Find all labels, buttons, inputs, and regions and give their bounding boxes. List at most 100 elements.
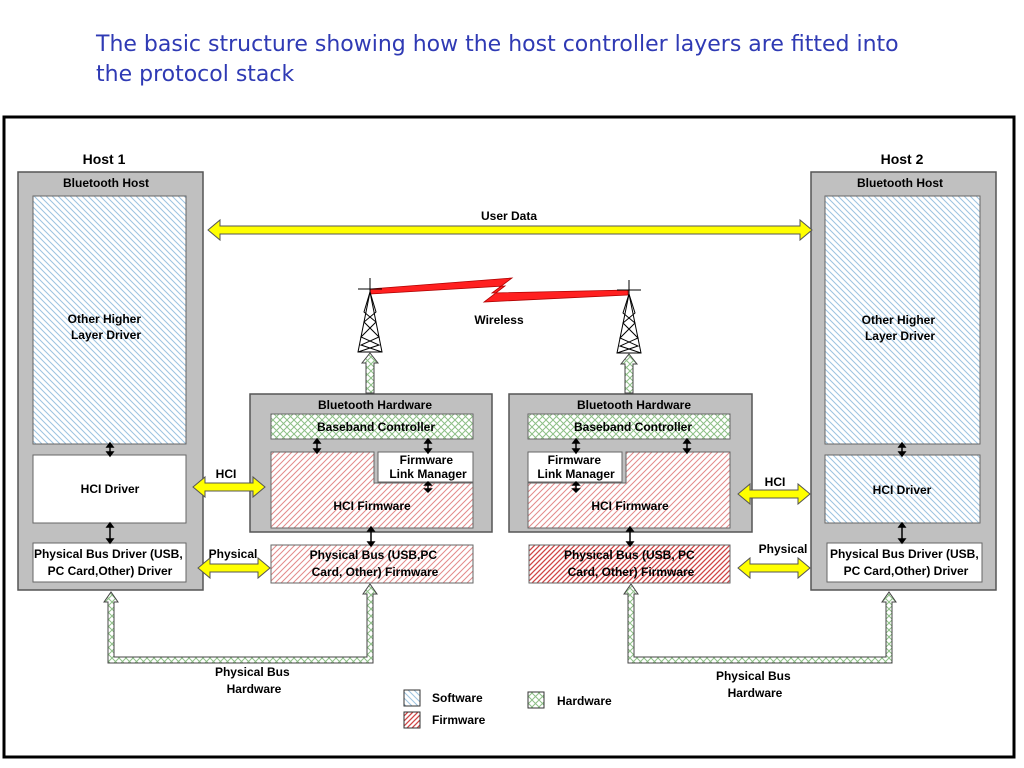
connector-host1-hci-to-bus — [105, 521, 115, 545]
hardware-1-link-manager-box — [377, 451, 474, 483]
host-1-label: Host 1 — [83, 151, 126, 167]
hardware-2-bus-firmware-line-1: Physical Bus (USB, PC — [564, 548, 695, 562]
hci-arrow-right — [737, 482, 811, 506]
connector-hw1-baseband-to-lm — [423, 437, 433, 455]
yellow-arrows — [192, 218, 813, 580]
hardware-1-container-label: Bluetooth Hardware — [318, 398, 432, 412]
hardware-2-link-manager-line-2: Link Manager — [537, 467, 615, 481]
host-1-container-label: Bluetooth Host — [63, 176, 149, 190]
hardware-2-hci-firmware-label: HCI Firmware — [591, 499, 669, 513]
hardware-2-hci-firmware-box — [527, 451, 731, 529]
hardware-2-link-manager-box — [527, 451, 623, 483]
hardware-2-group: Bluetooth Hardware Baseband Controller H… — [508, 393, 753, 584]
host-2-bus-driver-label: Physical Bus Driver (USB, PC Card,Other)… — [830, 547, 982, 578]
hardware-1-bus-firmware-line-2: Card, Other) Firmware — [312, 565, 439, 579]
hardware-2-bus-firmware-box — [528, 544, 731, 584]
host-2-group: Host 2 Bluetooth Host Other Higher Layer… — [810, 151, 997, 591]
host-1-higher-layer-line-2: Layer Driver — [71, 328, 141, 342]
host-1-higher-layer-box — [32, 195, 187, 445]
host-2-higher-layer-line-2: Layer Driver — [865, 329, 935, 343]
hardware-2-bus-firmware-line-2: Card, Other) Firmware — [568, 565, 695, 579]
physical-right-label: Physical — [759, 542, 808, 556]
host-1-higher-layer-line-1: Other Higher — [68, 312, 142, 326]
host-1-higher-layer-label: Other Higher Layer Driver — [68, 312, 145, 342]
connector-hw1-lm-to-hci — [423, 480, 433, 494]
hardware-2-baseband-box — [527, 413, 731, 440]
host-1-bus-driver-box — [32, 542, 187, 583]
antenna-1-icon — [357, 278, 383, 353]
host-2-bus-driver-line-1: Physical Bus Driver (USB, — [830, 547, 979, 561]
physical-bus-hardware-right-line-2: Hardware — [728, 686, 783, 700]
physical-bus-hardware-right-line-1: Physical Bus — [716, 669, 791, 683]
host-1-bus-driver-label: Physical Bus Driver (USB, PC Card,Other)… — [34, 547, 186, 578]
legend-software-label: Software — [432, 691, 483, 705]
host-1-hci-driver-box — [32, 454, 187, 524]
physical-arrow-right — [737, 556, 811, 580]
hci-left-label: HCI — [216, 467, 237, 481]
host-1-hci-driver-label: HCI Driver — [81, 482, 140, 496]
physical-bus-hardware-left-label: Physical Bus Hardware — [215, 665, 293, 696]
hardware-1-bus-firmware-line-1: Physical Bus (USB,PC — [310, 548, 438, 562]
physical-bus-hardware-right-label: Physical Bus Hardware — [716, 669, 794, 700]
antenna-1-hardware-arrow — [360, 352, 380, 394]
connector-hw2-hci-to-bus — [625, 525, 635, 548]
connector-hw2-baseband-to-lm — [571, 437, 581, 455]
physical-left-label: Physical — [209, 547, 258, 561]
physical-bus-hardware-loop-left — [103, 583, 378, 664]
wireless-link: Wireless — [369, 277, 629, 327]
host-2-hci-driver-label: HCI Driver — [873, 483, 932, 497]
hardware-1-baseband-label: Baseband Controller — [317, 420, 435, 434]
host-1-group: Host 1 Bluetooth Host Other Higher Layer… — [17, 151, 204, 591]
slide-title-line-1: The basic structure showing how the host… — [96, 32, 899, 57]
host-2-higher-layer-label: Other Higher Layer Driver — [862, 313, 939, 343]
host-2-hci-driver-box — [824, 454, 981, 524]
user-data-arrow — [207, 218, 813, 242]
antenna-2-icon — [616, 280, 642, 354]
host-2-bus-driver-box — [826, 542, 983, 583]
hardware-1-group: Bluetooth Hardware Baseband Controller H… — [249, 393, 493, 584]
internal-connectors — [105, 437, 907, 548]
hardware-1-hci-firmware-label: HCI Firmware — [333, 499, 411, 513]
user-data-label: User Data — [481, 209, 537, 223]
lightning-bolt-icon — [369, 277, 629, 303]
connector-host2-higher-to-hci — [897, 441, 907, 458]
connector-hw1-hci-to-bus — [366, 525, 376, 548]
host-1-bus-driver-line-2: PC Card,Other) Driver — [48, 564, 173, 578]
hardware-1-bus-firmware-label: Physical Bus (USB,PC Card, Other) Firmwa… — [310, 548, 441, 579]
legend-hardware-label: Hardware — [557, 694, 612, 708]
hardware-2-container-label: Bluetooth Hardware — [577, 398, 691, 412]
connector-hw2-lm-to-hci — [571, 480, 581, 494]
connector-host2-hci-to-bus — [897, 521, 907, 545]
antenna-2-hardware-arrow — [619, 353, 639, 394]
wireless-label: Wireless — [474, 313, 524, 327]
hardware-1-hci-firmware-box — [270, 451, 474, 529]
host-2-higher-layer-line-1: Other Higher — [862, 313, 936, 327]
physical-bus-hardware-left-line-1: Physical Bus — [215, 665, 290, 679]
legend-firmware-label: Firmware — [432, 713, 486, 727]
host-2-label: Host 2 — [881, 151, 924, 167]
host-1-bus-driver-line-1: Physical Bus Driver (USB, — [34, 547, 183, 561]
hci-right-label: HCI — [765, 475, 786, 489]
hardware-1-link-manager-line-2: Link Manager — [389, 467, 467, 481]
legend-software-swatch — [403, 689, 421, 707]
slide-title-line-2: the protocol stack — [96, 62, 295, 87]
hci-arrow-left — [192, 475, 266, 499]
host-2-bus-driver-line-2: PC Card,Other) Driver — [844, 564, 969, 578]
connector-host1-higher-to-hci — [105, 441, 115, 458]
hardware-1-link-manager-label: Firmware Link Manager — [389, 453, 467, 481]
connector-hw2-baseband-to-hci — [682, 437, 692, 455]
host-2-container-label: Bluetooth Host — [857, 176, 943, 190]
hardware-1-link-manager-line-1: Firmware — [400, 453, 454, 467]
physical-bus-hardware-loop-right — [623, 583, 897, 664]
hardware-2-link-manager-label: Firmware Link Manager — [537, 453, 615, 481]
connector-hw1-baseband-to-hci — [312, 437, 322, 455]
host-2-higher-layer-box — [824, 195, 981, 445]
hardware-2-baseband-label: Baseband Controller — [574, 420, 692, 434]
physical-arrow-left — [197, 556, 271, 580]
hardware-2-bus-firmware-label: Physical Bus (USB, PC Card, Other) Firmw… — [564, 548, 698, 579]
hardware-2-link-manager-line-1: Firmware — [548, 453, 602, 467]
physical-bus-hardware-left-line-2: Hardware — [227, 682, 282, 696]
slide-title: The basic structure showing how the host… — [96, 30, 976, 90]
legend: Software Firmware Hardware — [403, 689, 612, 729]
legend-hardware-swatch — [527, 691, 545, 709]
